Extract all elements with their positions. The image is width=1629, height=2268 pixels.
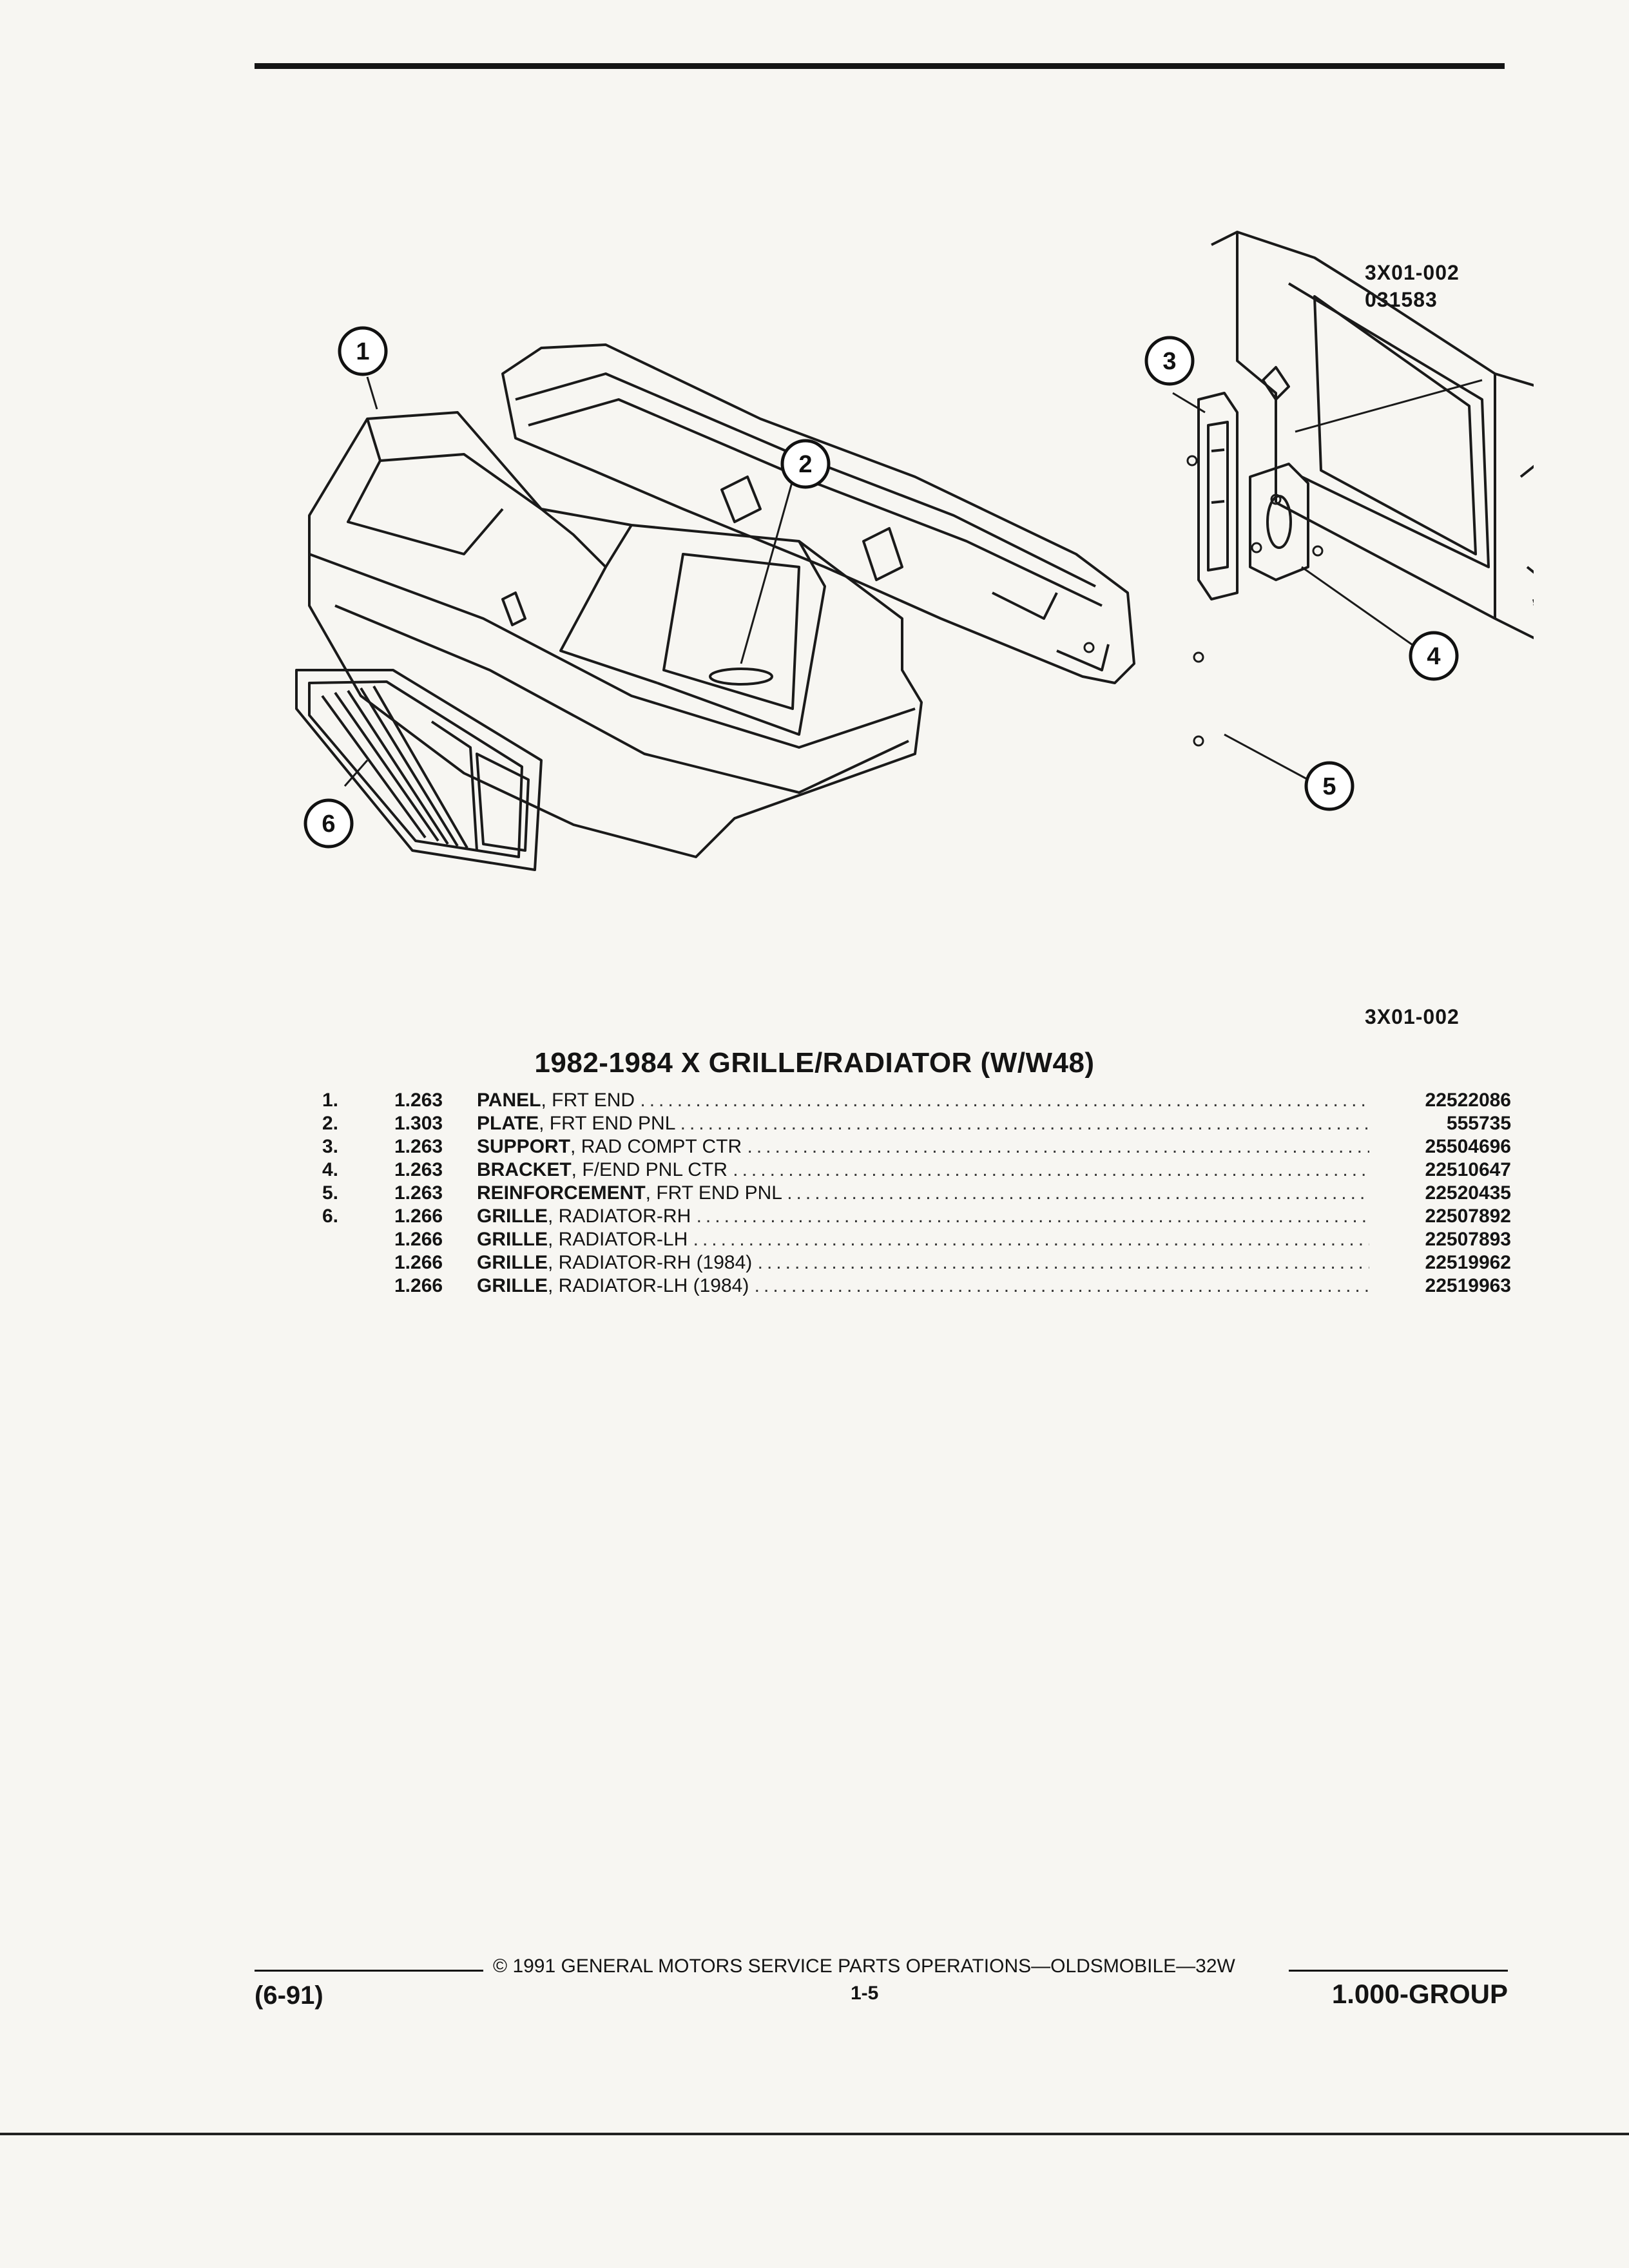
page-footer: © 1991 GENERAL MOTORS SERVICE PARTS OPER… (255, 1956, 1508, 2013)
item-name: GRILLE (477, 1275, 548, 1296)
parts-list: 1. 1.263 PANEL, FRT END ................… (322, 1089, 1511, 1298)
item-ref: 1.266 (394, 1252, 443, 1273)
part-number: 22520435 (1425, 1182, 1511, 1204)
fasteners (1083, 455, 1324, 747)
item-number: 5. (322, 1182, 339, 1204)
callout-5-label: 5 (1322, 773, 1336, 800)
parts-row: 5. 1.263 REINFORCEMENT, FRT END PNL ....… (322, 1182, 1511, 1205)
parts-row: 4. 1.263 BRACKET, F/END PNL CTR ........… (322, 1158, 1511, 1182)
part-number: 22507893 (1425, 1229, 1511, 1250)
item-number: 2. (322, 1113, 339, 1134)
item-ref: 1.263 (394, 1136, 443, 1157)
callout-6-label: 6 (322, 811, 335, 838)
part-number: 22507892 (1425, 1206, 1511, 1227)
parts-row: 1.266 GRILLE, RADIATOR-LH ..............… (322, 1228, 1511, 1251)
callout-2-label: 2 (798, 451, 812, 478)
item-desc: , FRT END (541, 1090, 635, 1111)
item-desc: , FRT END PNL (645, 1182, 782, 1204)
callout-3-label: 3 (1162, 348, 1176, 375)
item-description: SUPPORT, RAD COMPT CTR .................… (477, 1136, 1369, 1157)
item-description: REINFORCEMENT, FRT END PNL .............… (477, 1182, 1369, 1204)
part-number: 25504696 (1425, 1136, 1511, 1157)
copyright-notice: © 1991 GENERAL MOTORS SERVICE PARTS OPER… (493, 1956, 1235, 1977)
item-desc: , F/END PNL CTR (571, 1159, 728, 1180)
leader-lines (343, 376, 1483, 787)
item-desc: , RADIATOR-LH (548, 1229, 688, 1250)
part-number: 555735 (1446, 1113, 1511, 1134)
support-drawing (1197, 392, 1239, 601)
item-description: GRILLE, RADIATOR-RH ....................… (477, 1206, 1369, 1227)
footer-rule-left (255, 1970, 483, 1972)
group-label: 1.000-GROUP (1331, 1979, 1508, 2009)
item-description: GRILLE, RADIATOR-LH (1984) .............… (477, 1275, 1369, 1296)
item-desc: , FRT END PNL (539, 1113, 675, 1134)
item-ref: 1.263 (394, 1159, 443, 1180)
plate-drawing (709, 668, 773, 686)
callout-3: 3 (1144, 336, 1195, 386)
item-name: BRACKET (477, 1159, 572, 1180)
parts-row: 3. 1.263 SUPPORT, RAD COMPT CTR ........… (322, 1135, 1511, 1158)
item-number: 4. (322, 1159, 339, 1180)
callout-1-label: 1 (356, 338, 369, 365)
item-name: REINFORCEMENT (477, 1182, 646, 1204)
item-ref: 1.266 (394, 1275, 443, 1296)
part-number: 22519962 (1425, 1252, 1511, 1273)
callout-4: 4 (1409, 631, 1459, 681)
item-description: PANEL, FRT END .........................… (477, 1090, 1369, 1111)
footer-rule-right (1289, 1970, 1508, 1972)
reinforcement-drawing (501, 343, 1135, 684)
item-ref: 1.266 (394, 1229, 443, 1250)
item-name: SUPPORT (477, 1136, 571, 1157)
item-ref: 1.303 (394, 1113, 443, 1134)
parts-row: 1. 1.263 PANEL, FRT END ................… (322, 1089, 1511, 1112)
parts-row: 6. 1.266 GRILLE, RADIATOR-RH ...........… (322, 1205, 1511, 1228)
parts-row: 1.266 GRILLE, RADIATOR-LH (1984) .......… (322, 1274, 1511, 1298)
radiator-support-drawing (1211, 231, 1534, 639)
item-description: PLATE, FRT END PNL .....................… (477, 1113, 1369, 1134)
item-desc: , RADIATOR-LH (1984) (548, 1275, 749, 1296)
revision-date: (6-91) (255, 1981, 323, 2010)
item-desc: , RADIATOR-RH (548, 1206, 691, 1227)
parts-row: 2. 1.303 PLATE, FRT END PNL ............… (322, 1112, 1511, 1135)
part-number: 22519963 (1425, 1275, 1511, 1296)
callout-6: 6 (304, 798, 354, 849)
item-desc: , RAD COMPT CTR (570, 1136, 742, 1157)
top-rule (255, 63, 1505, 69)
part-number: 22522086 (1425, 1090, 1511, 1111)
item-name: GRILLE (477, 1206, 548, 1227)
item-description: GRILLE, RADIATOR-LH ....................… (477, 1229, 1369, 1250)
grille-drawing (295, 669, 543, 871)
figure-code: 3X01-002 (1365, 261, 1460, 284)
item-name: GRILLE (477, 1252, 548, 1273)
part-number: 22510647 (1425, 1159, 1511, 1180)
callout-4-label: 4 (1427, 643, 1440, 670)
bracket-drawing (1249, 463, 1309, 581)
item-ref: 1.266 (394, 1206, 443, 1227)
exploded-parts-illustration: 1 2 3 4 5 6 (295, 231, 1534, 871)
parts-row: 1.266 GRILLE, RADIATOR-RH (1984) .......… (322, 1251, 1511, 1274)
item-desc: , RADIATOR-RH (1984) (548, 1252, 753, 1273)
item-name: PLATE (477, 1113, 539, 1134)
figure-date-code: 031583 (1365, 288, 1438, 311)
page-title: 1982-1984 X GRILLE/RADIATOR (W/W48) (534, 1047, 1095, 1079)
item-name: GRILLE (477, 1229, 548, 1250)
callout-2: 2 (780, 439, 831, 489)
item-description: GRILLE, RADIATOR-RH (1984) .............… (477, 1252, 1369, 1273)
figure-caption-code: 3X01-002 (1365, 1005, 1460, 1028)
item-name: PANEL (477, 1090, 541, 1111)
callout-1: 1 (338, 326, 388, 376)
page-number: 1-5 (851, 1983, 879, 2004)
item-description: BRACKET, F/END PNL CTR .................… (477, 1159, 1369, 1180)
item-ref: 1.263 (394, 1182, 443, 1204)
bottom-rule (0, 2133, 1629, 2135)
item-number: 3. (322, 1136, 339, 1157)
item-ref: 1.263 (394, 1090, 443, 1111)
callout-5: 5 (1304, 761, 1354, 811)
item-number: 1. (322, 1090, 339, 1111)
front-end-panel-drawing (308, 411, 923, 858)
item-number: 6. (322, 1206, 339, 1227)
